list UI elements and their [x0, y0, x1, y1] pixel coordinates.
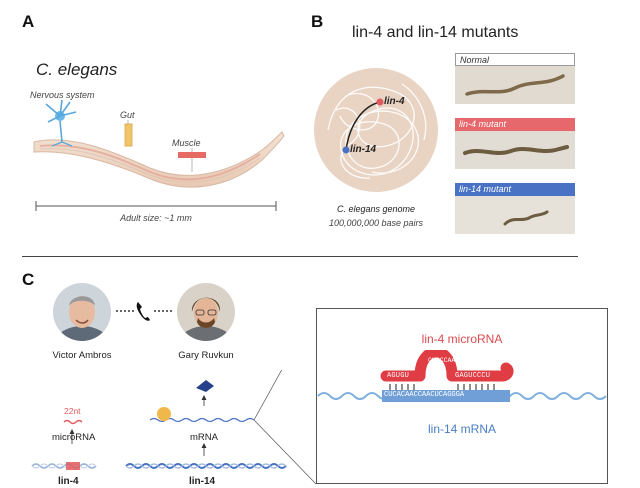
- lin4-mutant-photo: [455, 131, 575, 169]
- gary-ruvkun-name: Gary Ruvkun: [178, 350, 234, 361]
- inset-mrna-title: lin-14 mRNA: [427, 422, 496, 436]
- phone-icon: [136, 302, 150, 321]
- victor-ambros-portrait: [53, 283, 111, 341]
- mrna-binding-region: [382, 390, 510, 402]
- microrna-label: microRNA: [52, 432, 96, 443]
- mirna-loop-seq: CUCCCAA: [428, 357, 456, 364]
- nervous-system-label: Nervous system: [30, 90, 95, 100]
- regulation-schematic: [31, 370, 317, 485]
- worm-body: [33, 131, 285, 188]
- size-label: Adult size: ~1 mm: [120, 213, 192, 223]
- muscle-icon: [178, 152, 206, 158]
- worm-illustration: [33, 99, 285, 211]
- lin14-locus-label: lin-14: [350, 144, 377, 155]
- phone-connection: [116, 302, 172, 321]
- lin4-mutant-label: lin-4 mutant: [455, 118, 575, 131]
- mirna-left-seq: AGUGU: [387, 372, 410, 380]
- mrna-binding-seq: CUCACAACCAACUCAGGGA: [384, 391, 465, 399]
- section-divider: [22, 256, 578, 257]
- victor-ambros-name: Victor Ambros: [52, 350, 112, 361]
- panel-c-letter: C: [22, 270, 35, 289]
- lin14-gene-label: lin-14: [189, 476, 216, 487]
- lin14-locus: [342, 146, 350, 154]
- binding-diagram: [317, 350, 607, 402]
- mirna-strand: [380, 350, 514, 382]
- panel-a-title: C. elegans: [36, 60, 118, 79]
- normal-worm: [465, 74, 565, 96]
- mirna-right-seq: GAGUCCCU: [455, 372, 491, 380]
- normal-worm-photo: [455, 66, 575, 104]
- lin4-locus: [376, 98, 384, 106]
- lin4-gene-label: lin-4: [58, 476, 79, 487]
- lin4-locus-label: lin-4: [384, 96, 405, 107]
- lin14-mutant-worm: [503, 210, 549, 226]
- gut-icon: [124, 123, 133, 147]
- muscle-label: Muscle: [172, 138, 201, 148]
- gut-label: Gut: [120, 110, 135, 120]
- gary-ruvkun-portrait: [177, 283, 235, 341]
- panel-b-title: lin-4 and lin-14 mutants: [352, 24, 519, 41]
- lin4-gene-segment: [66, 462, 80, 470]
- lin4-mutant-worm: [463, 145, 569, 155]
- genome-size: 100,000,000 base pairs: [328, 218, 424, 228]
- ribosome-icon: [157, 407, 171, 421]
- panel-a-letter: A: [22, 12, 35, 31]
- panel-b-letter: B: [311, 12, 324, 31]
- lin14-mutant-photo: [455, 196, 575, 234]
- genome-title: C. elegans genome: [336, 204, 416, 214]
- protein-icon: [196, 380, 214, 392]
- inset-mirna-title: lin-4 microRNA: [421, 332, 503, 346]
- neuron-icon: [45, 99, 77, 147]
- scale-bar: [35, 201, 277, 211]
- genome-circle: [314, 68, 438, 192]
- microrna-strand: [63, 419, 83, 425]
- normal-label: Normal: [455, 53, 575, 66]
- lin14-mutant-label: lin-14 mutant: [455, 183, 575, 196]
- mrna-label: mRNA: [190, 432, 218, 443]
- nt-length-label: 22nt: [64, 406, 81, 416]
